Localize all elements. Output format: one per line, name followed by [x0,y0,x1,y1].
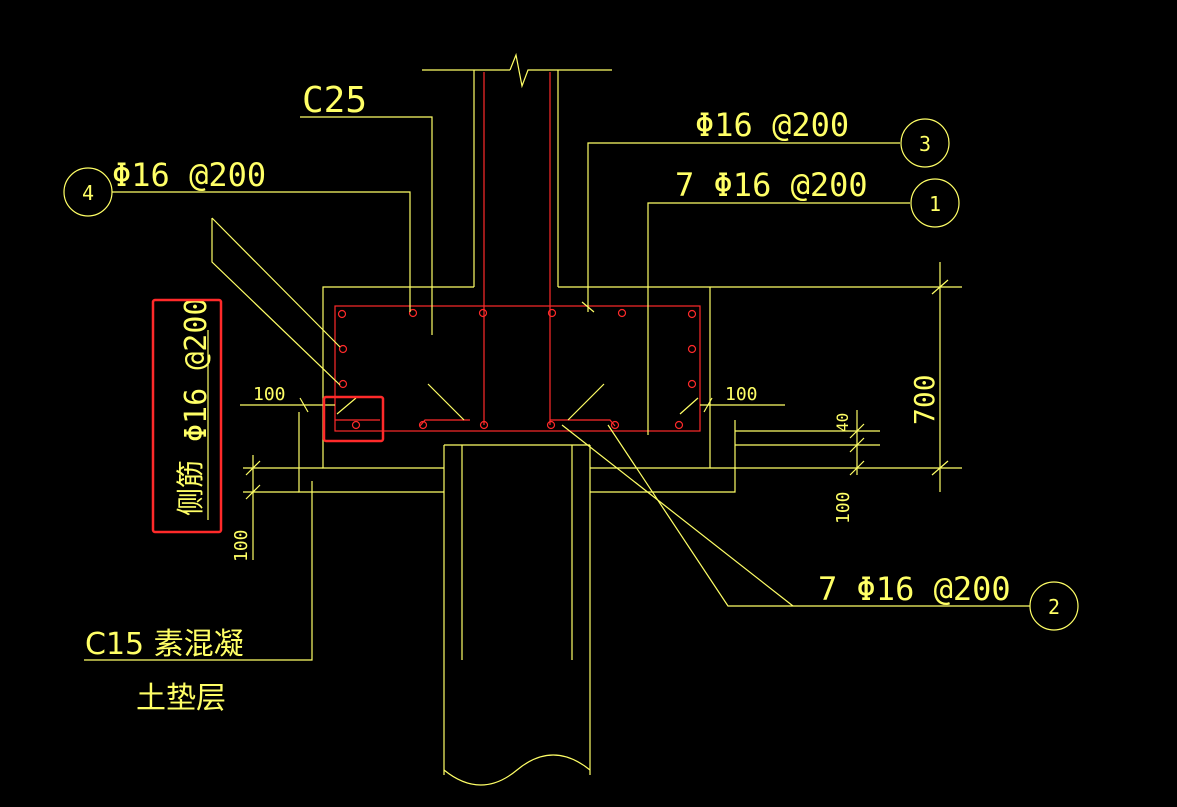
highlight-box-corner-bar [322,395,385,443]
cushion-label-line1: C15 素混凝 [85,627,244,662]
rebar-4-label: Φ16 @200 [112,156,266,194]
dim-left-cover: 100 [253,384,286,405]
dim-right-cover: 100 [725,384,758,405]
callout-4-label: 4 [82,181,94,205]
leader-lines [84,116,1030,661]
callout-4: 4 [63,167,113,217]
cap-outline [322,286,962,469]
callout-1: 1 [910,178,960,228]
cushion-label-line2: 土垫层 [136,681,226,716]
callout-3-label: 3 [919,132,931,156]
rebar-1-label: 7 Φ16 @200 [675,166,868,204]
pile [443,444,591,786]
rebar-3-label: Φ16 @200 [695,106,849,144]
side-rebar-cn-label: 侧筋 [174,460,207,516]
rebar-2-label: 7 Φ16 @200 [818,570,1011,608]
callout-1-label: 1 [929,192,941,216]
concrete-grade-label: C25 [302,80,367,121]
callout-2-label: 2 [1048,595,1060,619]
dim-bottom-gap: 40 [833,413,852,432]
callout-2: 2 [1029,581,1079,631]
dim-cushion-left: 100 [231,529,252,562]
highlight-box-side-rebar [151,298,223,534]
rebar-cage [334,301,701,432]
side-rebar-label: Φ16 @200 [179,298,214,443]
cushion-layer [298,412,736,493]
column-above [422,52,612,425]
rebar-bars [337,308,697,430]
callout-3: 3 [900,118,950,168]
dim-height-total: 700 [908,374,941,425]
dim-cushion-right: 100 [833,491,854,524]
dimensions [240,262,949,560]
